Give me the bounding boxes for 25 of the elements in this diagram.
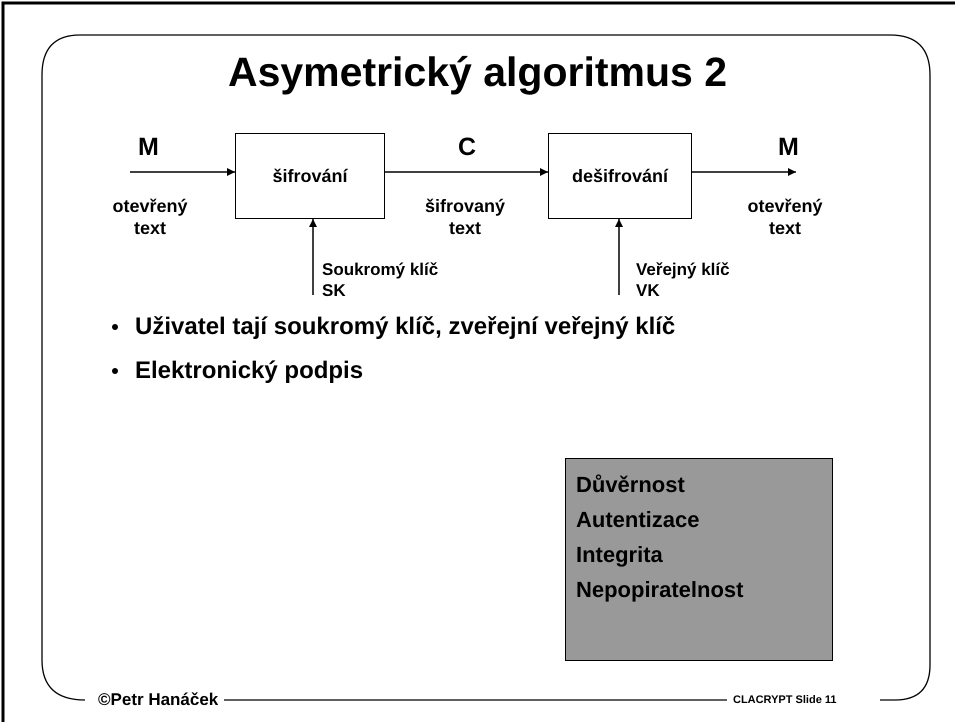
property-label: Integrita	[576, 541, 664, 569]
bullet-text: Uživatel tají soukromý klíč, zveřejní veřejný klíč	[135, 312, 676, 342]
arrow	[130, 168, 235, 176]
edge-label: M	[138, 133, 159, 161]
edge-label: Soukromý klíč SK	[322, 259, 440, 301]
annotation-text: otevřený text	[746, 195, 824, 239]
annotation-text: otevřený text	[111, 195, 189, 239]
process-box	[235, 133, 385, 219]
edge-label: C	[458, 133, 476, 161]
edge-label: Veřejný klíč VK	[636, 259, 731, 301]
arrow	[615, 219, 623, 295]
arrow	[385, 168, 548, 176]
slide-title: Asymetrický algoritmus 2	[226, 48, 728, 96]
box-label: dešifrování	[572, 166, 668, 186]
arrow	[692, 168, 796, 176]
properties-box	[565, 458, 833, 661]
box-label: šifrování	[272, 166, 348, 186]
process-box	[548, 133, 692, 219]
annotation-text: šifrovaný text	[424, 195, 506, 239]
edge-label: M	[778, 133, 799, 161]
property-label: Autentizace	[576, 506, 700, 534]
arrow	[309, 219, 317, 295]
property-label: Důvěrnost	[576, 471, 686, 499]
bullet-text: Elektronický podpis	[135, 356, 364, 386]
property-label: Nepopiratelnost	[576, 576, 744, 604]
